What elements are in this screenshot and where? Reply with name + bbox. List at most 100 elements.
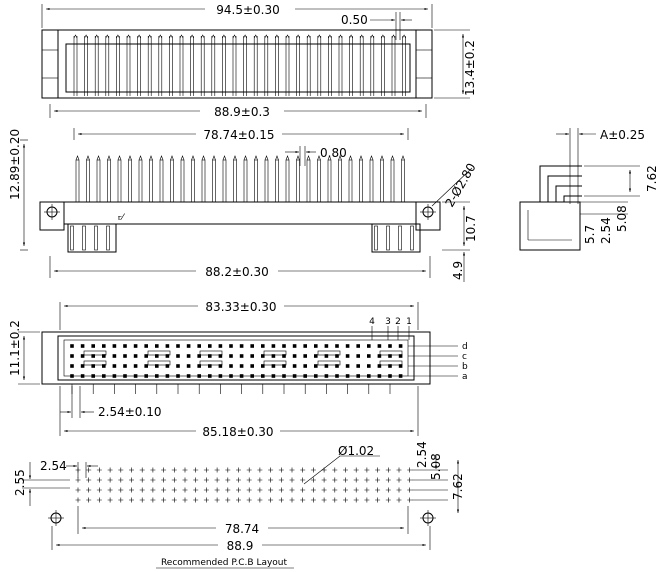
- pcb-hole: [129, 487, 134, 493]
- contact: [292, 374, 297, 378]
- contact: [388, 364, 392, 368]
- contact: [218, 354, 223, 358]
- pcb-hole: [353, 497, 359, 503]
- pcb-hole: [193, 477, 199, 483]
- front-pin: [128, 159, 132, 203]
- front-pin-span-dim: 78.74±0.15: [203, 128, 274, 142]
- tail-pin: [410, 225, 414, 251]
- top-pin-tip: [158, 34, 163, 39]
- contact: [176, 374, 180, 378]
- pcb-hole: [107, 487, 113, 493]
- contact: [112, 344, 117, 348]
- top-pin-tip: [306, 34, 311, 39]
- front-pin-tip: [296, 155, 300, 161]
- contact: [218, 374, 223, 378]
- col-label-3: 3: [385, 317, 391, 327]
- front-pin-tip: [96, 155, 101, 161]
- front-tail-dim: 4.9: [451, 261, 465, 280]
- contact: [303, 344, 307, 348]
- contact: [314, 354, 318, 358]
- contact: [91, 344, 95, 348]
- contact: [80, 374, 85, 378]
- front-pin: [296, 159, 300, 203]
- top-pin-tip: [105, 34, 110, 39]
- pcb-hole: [375, 467, 381, 473]
- pcb-hole: [96, 487, 102, 493]
- pcb-hole: [193, 487, 199, 493]
- pcb-hole: [107, 467, 113, 473]
- tail-pins: [70, 225, 414, 251]
- top-pin-tip: [381, 34, 385, 39]
- row-label-b: b: [462, 362, 468, 372]
- pcb-hole: [86, 467, 92, 473]
- pcb-span1-dim: 78.74: [225, 522, 259, 536]
- pcb-hole: [278, 497, 284, 503]
- contact: [356, 354, 360, 358]
- front-pin: [107, 159, 111, 203]
- pcb-hole: [332, 497, 338, 503]
- contact: [377, 354, 382, 358]
- contact: [123, 364, 127, 368]
- contact-group-mark: [83, 360, 107, 366]
- pcb-r2-dim: 5.08: [429, 453, 443, 480]
- contact: [282, 364, 286, 368]
- contact: [303, 354, 307, 358]
- top-height-dim: 13.4±0.2: [463, 40, 477, 96]
- contact: [197, 344, 201, 348]
- pcb-hole: [385, 467, 391, 473]
- contact: [292, 364, 297, 368]
- pcb-hole: [75, 477, 81, 483]
- contact: [314, 374, 318, 378]
- contact: [80, 354, 85, 358]
- pcb-hole: [289, 477, 295, 483]
- contact: [335, 354, 339, 358]
- contact-group-mark: [379, 360, 403, 366]
- front-view-pins: [75, 155, 405, 203]
- front-pin: [285, 159, 290, 203]
- pcb-hole: [161, 467, 167, 473]
- pcb-hole: [246, 477, 252, 483]
- top-pin-tip: [359, 34, 364, 39]
- contact: [123, 354, 127, 358]
- polarity-mark: ⲅ⁄: [118, 213, 126, 223]
- top-pin-tip: [402, 34, 406, 39]
- contact: [250, 364, 254, 368]
- front-pin-tip: [264, 155, 269, 161]
- contact: [324, 364, 329, 368]
- pcb-hole: [236, 487, 241, 493]
- contact: [208, 374, 212, 378]
- front-pin-tip: [75, 155, 80, 161]
- top-pin-tip: [179, 34, 184, 39]
- pcb-hole: [300, 477, 306, 483]
- top-pin-tip: [243, 34, 247, 39]
- pcb-hole: [289, 467, 295, 473]
- tail-pin: [94, 225, 98, 251]
- contact: [133, 374, 138, 378]
- pcb-hole: [310, 477, 316, 483]
- bottom-pitch-dim: 2.54±0.10: [98, 405, 162, 419]
- contact: [165, 344, 170, 348]
- pcb-hole: [225, 467, 231, 473]
- right-tail-block: [371, 223, 421, 253]
- front-pin-tip: [359, 155, 363, 161]
- front-pin-tip: [327, 155, 332, 161]
- top-pin-tip: [285, 34, 290, 39]
- pcb-hole: [278, 477, 284, 483]
- contact-group-mark: [317, 350, 341, 356]
- pcb-hole: [343, 497, 348, 503]
- front-pin-tip: [138, 155, 143, 161]
- contact: [70, 354, 74, 358]
- contact: [165, 364, 170, 368]
- front-pin-tip: [180, 155, 185, 161]
- bottom-view: 83.33±0.30 11.1±0.2 4 3 2 1 d c b a 2.54…: [8, 298, 468, 439]
- top-pin-tip: [370, 34, 375, 39]
- contact: [218, 364, 223, 368]
- contact: [186, 354, 191, 358]
- pcb-hole: [396, 477, 402, 483]
- front-body: [63, 201, 417, 225]
- front-pin: [96, 159, 101, 203]
- contact: [239, 374, 244, 378]
- pcb-hole: [407, 497, 413, 503]
- pcb-hole: [375, 477, 381, 483]
- contact: [261, 364, 265, 368]
